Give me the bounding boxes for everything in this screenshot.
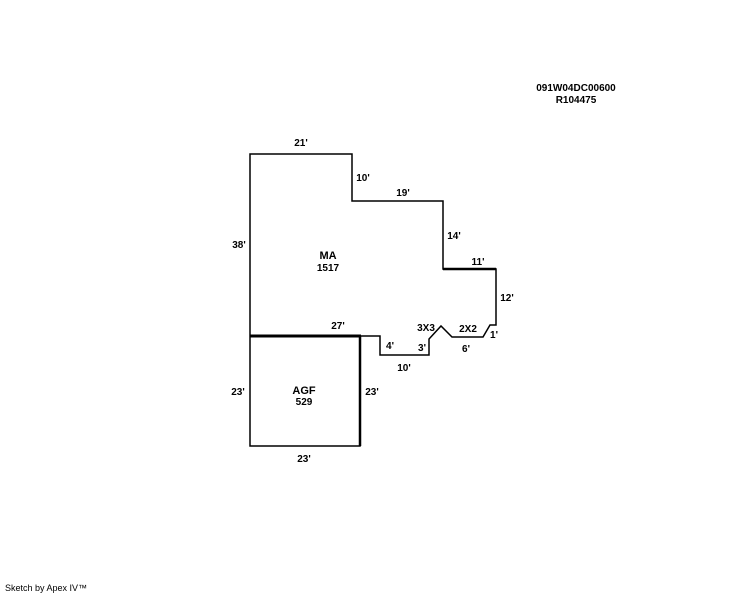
parcel-info: 091W04DC00600 R104475 bbox=[520, 83, 632, 107]
dim-corner: 1' bbox=[490, 330, 498, 341]
dim-ma-left: 38' bbox=[232, 240, 246, 251]
dim-ma-right-down: 14' bbox=[447, 231, 461, 242]
parcel-id: 091W04DC00600 bbox=[536, 83, 616, 94]
garage-area-label: AGF bbox=[292, 385, 316, 397]
dim-step-bottom: 10' bbox=[397, 363, 411, 374]
account-id: R104475 bbox=[555, 95, 597, 106]
dim-ma-upper-right: 19' bbox=[396, 188, 410, 199]
dim-bay-2x2: 2X2 bbox=[459, 324, 477, 335]
dim-agf-left: 23' bbox=[231, 387, 245, 398]
dim-bay-bottom: 6' bbox=[462, 344, 470, 355]
dim-ma-far-right: 12' bbox=[500, 293, 514, 304]
sketch-credit: Sketch by Apex IV™ bbox=[5, 583, 88, 593]
main-area-value: 1517 bbox=[317, 263, 340, 274]
dim-bay-3x3: 3X3 bbox=[417, 323, 435, 334]
dim-agf-right: 23' bbox=[365, 387, 379, 398]
main-area-label: MA bbox=[319, 250, 336, 262]
dim-ma-ledge: 11' bbox=[472, 257, 485, 268]
dim-ma-bottom: 27' bbox=[331, 321, 345, 332]
dim-step-down: 4' bbox=[386, 341, 394, 352]
main-area-outline bbox=[249, 153, 497, 356]
dim-agf-bottom: 23' bbox=[297, 454, 311, 465]
dim-ma-notch-down: 10' bbox=[356, 173, 370, 184]
dim-step-up: 3' bbox=[418, 343, 426, 354]
dim-ma-top: 21' bbox=[294, 138, 308, 149]
garage-area-value: 529 bbox=[296, 397, 313, 408]
